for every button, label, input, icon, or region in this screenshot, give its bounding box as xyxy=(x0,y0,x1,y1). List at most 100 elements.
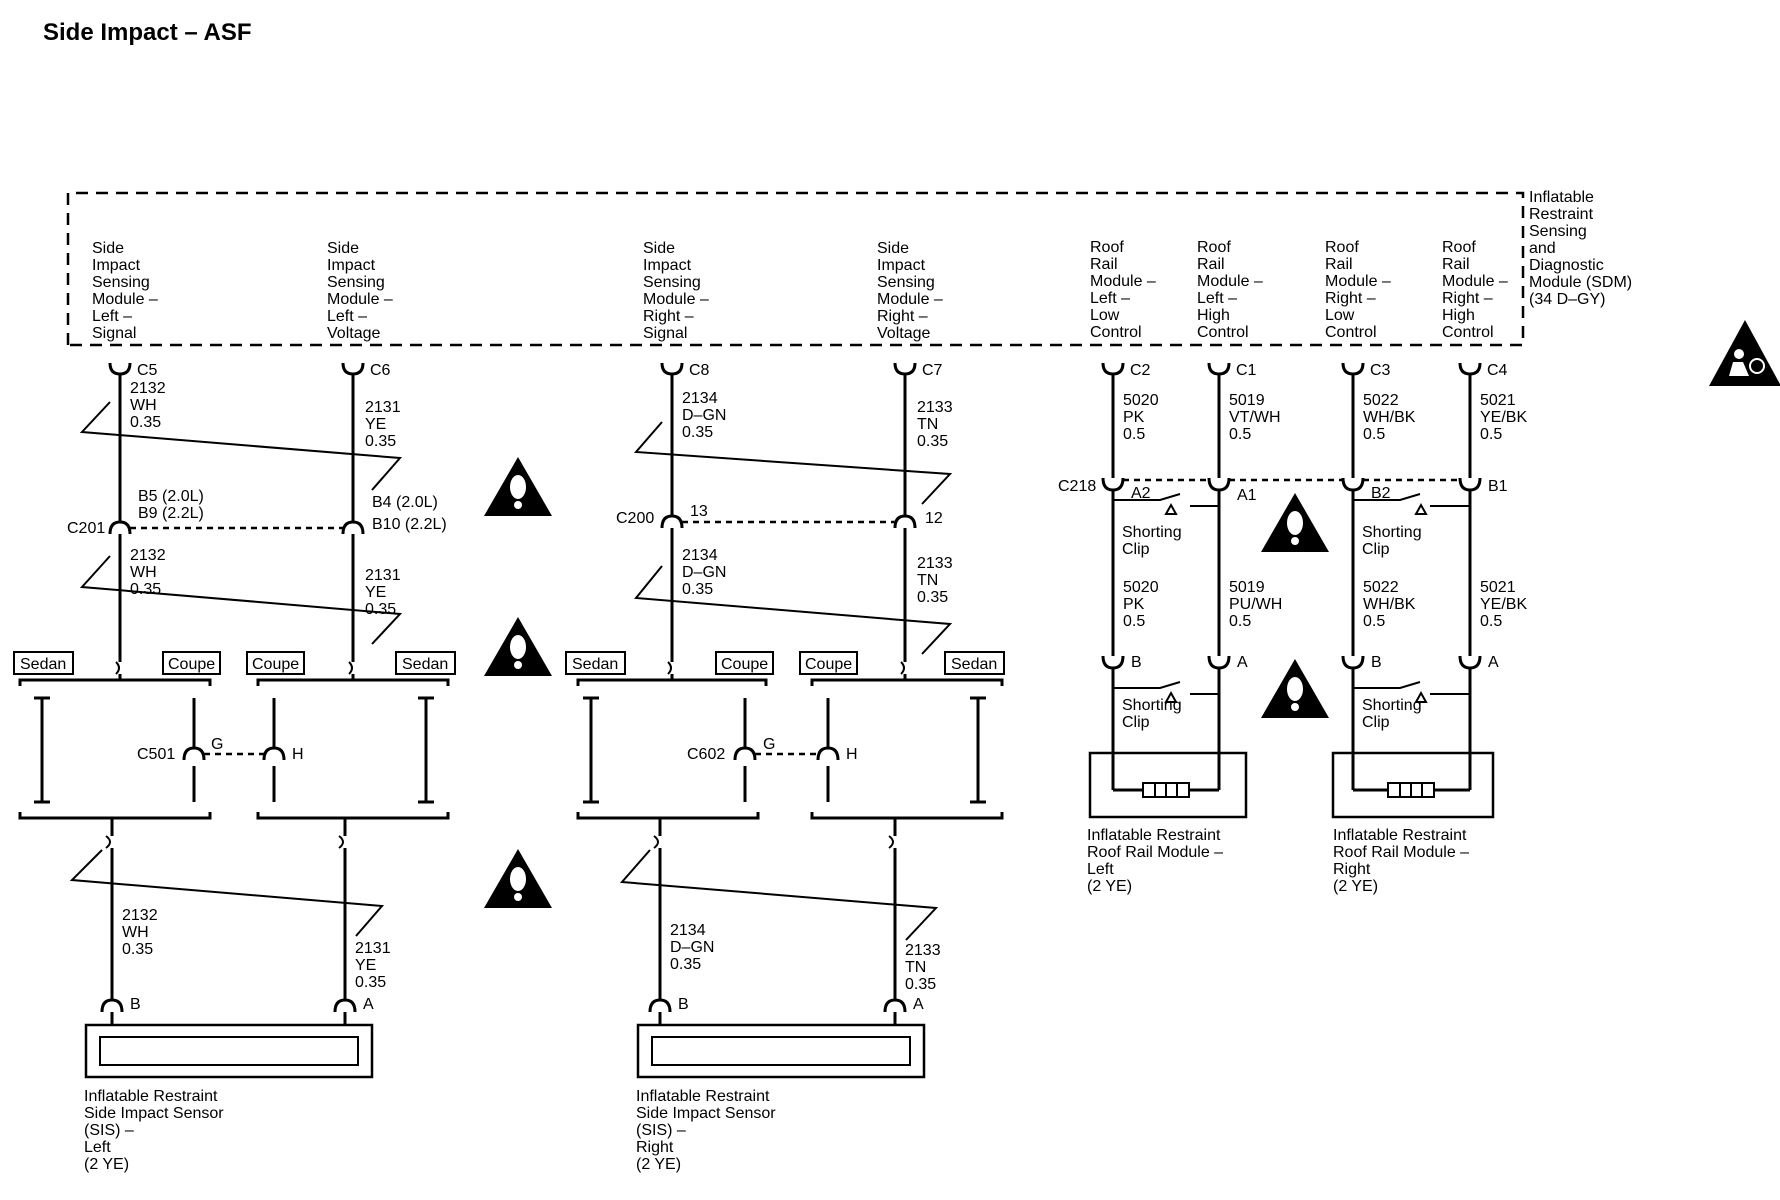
twisted-pair-symbol xyxy=(79,401,403,491)
sensor-connector-left: B A xyxy=(100,996,374,1013)
shorting-clip-switch xyxy=(1113,681,1219,695)
svg-text:Left –: Left – xyxy=(1090,290,1130,307)
svg-text:0.35: 0.35 xyxy=(365,433,396,450)
svg-text:2133: 2133 xyxy=(917,399,953,416)
wire-label: 2134 D–GN 0.35 xyxy=(682,390,726,441)
svg-text:(2 YE): (2 YE) xyxy=(636,1156,681,1173)
svg-text:Sedan: Sedan xyxy=(20,656,66,673)
svg-text:D–GN: D–GN xyxy=(682,564,726,581)
svg-text:0.5: 0.5 xyxy=(1363,426,1385,443)
wire-label: 5021 YE/BK 0.5 xyxy=(1480,392,1527,443)
roof-rail-module-right xyxy=(1331,751,1495,819)
tag-sedan: Sedan xyxy=(13,651,74,675)
svg-text:A2: A2 xyxy=(1131,485,1151,502)
splice-break xyxy=(888,835,894,849)
warning-triangle-icon xyxy=(1261,659,1329,718)
sdm-enclosure xyxy=(66,191,1525,347)
svg-text:0.35: 0.35 xyxy=(355,974,386,991)
wire-label: 2133 TN 0.35 xyxy=(917,555,953,606)
svg-text:2133: 2133 xyxy=(917,555,953,572)
svg-text:Roof: Roof xyxy=(1442,239,1476,256)
svg-text:Impact: Impact xyxy=(877,257,926,274)
svg-text:Signal: Signal xyxy=(643,325,687,342)
svg-text:Right –: Right – xyxy=(643,308,694,325)
svg-text:0.35: 0.35 xyxy=(130,581,161,598)
shorting-clip-switch xyxy=(1353,493,1470,507)
splice-break xyxy=(653,835,659,849)
svg-text:0.5: 0.5 xyxy=(1123,613,1145,630)
svg-text:Restraint: Restraint xyxy=(1529,206,1594,223)
svg-text:B5 (2.0L): B5 (2.0L) xyxy=(138,488,204,505)
svg-text:H: H xyxy=(292,746,304,763)
svg-text:0.35: 0.35 xyxy=(365,601,396,618)
svg-text:A: A xyxy=(363,996,374,1013)
svg-text:Sensing: Sensing xyxy=(877,274,935,291)
tag-coupe: Coupe xyxy=(799,651,858,675)
twisted-pair-symbol xyxy=(633,421,953,505)
svg-text:(2 YE): (2 YE) xyxy=(1333,878,1378,895)
svg-text:Voltage: Voltage xyxy=(327,325,380,342)
svg-text:5021: 5021 xyxy=(1480,392,1516,409)
svg-text:C5: C5 xyxy=(137,362,158,379)
svg-text:Clip: Clip xyxy=(1122,541,1150,558)
branch-brace-top xyxy=(576,678,768,686)
wire-roof-bottom xyxy=(1111,668,1472,790)
tag-sedan: Sedan xyxy=(395,651,456,675)
svg-text:0.5: 0.5 xyxy=(1480,426,1502,443)
airbag-symbol-icon xyxy=(1709,320,1780,386)
svg-text:A: A xyxy=(1488,654,1499,671)
svg-text:2134: 2134 xyxy=(682,390,718,407)
svg-text:C602: C602 xyxy=(687,746,725,763)
svg-text:5021: 5021 xyxy=(1480,579,1516,596)
sdm-connector-c2: C2 xyxy=(1101,362,1151,379)
svg-text:Low: Low xyxy=(1325,307,1355,324)
svg-text:C501: C501 xyxy=(137,746,175,763)
svg-text:Sedan: Sedan xyxy=(572,656,618,673)
connector-c200: C200 13 12 xyxy=(616,503,943,529)
side-impact-sensor-left xyxy=(84,1023,374,1079)
splice-break xyxy=(900,661,905,675)
svg-text:Module –: Module – xyxy=(1197,273,1263,290)
svg-text:Sedan: Sedan xyxy=(402,656,448,673)
wire-sedan-direct xyxy=(418,696,434,804)
branch-brace-top xyxy=(18,678,212,686)
sdm-connector-c6: C6 xyxy=(341,362,391,379)
svg-text:C3: C3 xyxy=(1370,362,1391,379)
svg-text:(SIS) –: (SIS) – xyxy=(636,1122,686,1139)
svg-text:B4 (2.0L): B4 (2.0L) xyxy=(372,494,438,511)
svg-text:A1: A1 xyxy=(1237,487,1257,504)
svg-text:Impact: Impact xyxy=(643,257,692,274)
svg-text:B: B xyxy=(1371,654,1382,671)
svg-text:(2 YE): (2 YE) xyxy=(1087,878,1132,895)
svg-text:Shorting: Shorting xyxy=(1362,524,1422,541)
svg-text:Coupe: Coupe xyxy=(721,656,768,673)
svg-text:Low: Low xyxy=(1090,307,1120,324)
svg-text:C4: C4 xyxy=(1487,362,1508,379)
svg-text:YE/BK: YE/BK xyxy=(1480,596,1527,613)
sis-left-label: Inflatable Restraint Side Impact Sensor … xyxy=(84,1088,224,1173)
svg-text:0.35: 0.35 xyxy=(905,976,936,993)
svg-text:Control: Control xyxy=(1325,324,1377,341)
svg-text:PK: PK xyxy=(1123,596,1145,613)
svg-text:Coupe: Coupe xyxy=(168,656,215,673)
svg-text:Rail: Rail xyxy=(1325,256,1353,273)
svg-text:A: A xyxy=(1237,654,1248,671)
svg-text:Rail: Rail xyxy=(1442,256,1470,273)
splice-break xyxy=(348,661,353,675)
svg-text:G: G xyxy=(211,736,223,753)
svg-text:Module –: Module – xyxy=(92,291,158,308)
svg-text:A: A xyxy=(913,996,924,1013)
warning-triangle-icon xyxy=(1261,493,1329,552)
svg-text:Clip: Clip xyxy=(1362,541,1390,558)
wire-label: 5019 PU/WH 0.5 xyxy=(1229,579,1282,630)
svg-text:Side Impact Sensor: Side Impact Sensor xyxy=(636,1105,776,1122)
svg-text:2131: 2131 xyxy=(365,399,401,416)
svg-text:5022: 5022 xyxy=(1363,579,1399,596)
svg-text:Coupe: Coupe xyxy=(252,656,299,673)
diagram-title: Side Impact – ASF xyxy=(43,19,252,46)
wire-label: 2131 YE 0.35 xyxy=(355,940,391,991)
shorting-clip-marker xyxy=(1164,690,1178,703)
svg-text:Signal: Signal xyxy=(92,325,136,342)
wire-label: 2132 WH 0.35 xyxy=(130,380,166,431)
